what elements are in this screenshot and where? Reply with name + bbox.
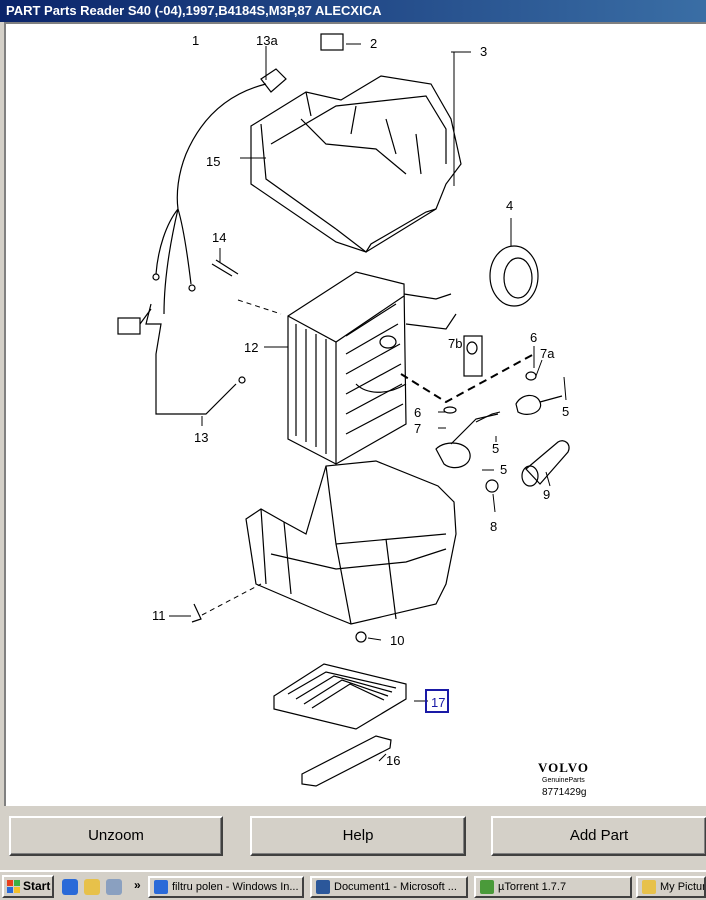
part-label-12[interactable]: 12 <box>244 340 258 355</box>
folder-icon[interactable] <box>84 879 100 895</box>
internet-explorer-icon <box>154 880 168 894</box>
cabin-filter-drawing <box>273 663 407 730</box>
evaporator-drawing <box>287 271 457 465</box>
part-label-16[interactable]: 16 <box>386 753 400 768</box>
quicklaunch-overflow[interactable]: » <box>134 878 141 892</box>
seal-drawing <box>489 245 539 307</box>
housing-lower-drawing <box>191 460 457 625</box>
part-label-8[interactable]: 8 <box>490 519 497 534</box>
bracket-drawing <box>301 735 392 787</box>
selected-part-box <box>425 689 449 713</box>
part-label-5a[interactable]: 5 <box>562 404 569 419</box>
task-pictures-window[interactable]: My Picture <box>636 876 706 898</box>
part-label-3[interactable]: 3 <box>480 44 487 59</box>
diagram-canvas: 1 13a 2 3 15 4 14 12 6 7b 7a 5 6 7 5 5 9… <box>117 33 589 798</box>
part-label-4[interactable]: 4 <box>506 198 513 213</box>
window-title: PART Parts Reader S40 (-04),1997,B4184S,… <box>6 3 382 18</box>
volvo-logo: VOLVO GenuineParts 8771429g <box>538 760 589 798</box>
volvo-tagline: GenuineParts <box>542 777 585 784</box>
part-label-9[interactable]: 9 <box>543 487 550 502</box>
part-label-7b[interactable]: 7b <box>448 336 462 351</box>
part-label-13a[interactable]: 13a <box>256 33 278 48</box>
part-label-1[interactable]: 1 <box>192 33 199 48</box>
part-label-7a[interactable]: 7a <box>540 346 555 361</box>
task-utorrent-window[interactable]: µTorrent 1.7.7 <box>474 876 632 898</box>
part-label-10[interactable]: 10 <box>390 633 404 648</box>
windows-flag-icon <box>7 880 20 893</box>
help-button[interactable]: Help <box>250 816 466 856</box>
task-word-window[interactable]: Document1 - Microsoft ... <box>310 876 468 898</box>
harness-drawing <box>117 83 267 415</box>
word-icon <box>316 880 330 894</box>
task-label: Document1 - Microsoft ... <box>334 881 457 893</box>
part-label-6a[interactable]: 6 <box>530 330 537 345</box>
folder-icon <box>642 880 656 894</box>
button-bar: Unzoom Help Add Part <box>0 806 706 870</box>
part-label-5c[interactable]: 5 <box>500 462 507 477</box>
valve-drawing <box>355 335 570 643</box>
task-ie-window[interactable]: filtru polen - Windows In... <box>148 876 304 898</box>
window-title-bar: PART Parts Reader S40 (-04),1997,B4184S,… <box>0 0 706 22</box>
parts-diagram[interactable]: 1 13a 2 3 15 4 14 12 6 7b 7a 5 6 7 5 5 9… <box>4 22 706 806</box>
housing-top-drawing <box>250 33 462 253</box>
leader-lines <box>169 43 567 762</box>
volvo-brand-text: VOLVO <box>538 760 589 775</box>
part-label-17[interactable]: 17 <box>431 695 445 710</box>
document-icon[interactable] <box>106 879 122 895</box>
task-label: filtru polen - Windows In... <box>172 881 299 893</box>
task-label: µTorrent 1.7.7 <box>498 881 567 893</box>
task-label: My Picture <box>660 881 706 893</box>
sensor-drawing <box>211 259 239 277</box>
taskbar: Start » filtru polen - Windows In... Doc… <box>0 870 706 900</box>
part-label-15[interactable]: 15 <box>206 154 220 169</box>
internet-explorer-icon[interactable] <box>62 879 78 895</box>
start-label: Start <box>23 879 51 893</box>
part-label-7[interactable]: 7 <box>414 421 421 436</box>
start-button[interactable]: Start <box>2 875 54 898</box>
part-label-6b[interactable]: 6 <box>414 405 421 420</box>
part-label-13[interactable]: 13 <box>194 430 208 445</box>
unzoom-button[interactable]: Unzoom <box>9 816 223 856</box>
add-part-button[interactable]: Add Part <box>491 816 706 856</box>
part-label-2[interactable]: 2 <box>370 36 377 51</box>
part-label-11[interactable]: 11 <box>152 608 166 623</box>
utorrent-icon <box>480 880 494 894</box>
part-label-14[interactable]: 14 <box>212 230 226 245</box>
diagram-code: 8771429g <box>542 787 587 798</box>
part-label-5b[interactable]: 5 <box>492 441 499 456</box>
